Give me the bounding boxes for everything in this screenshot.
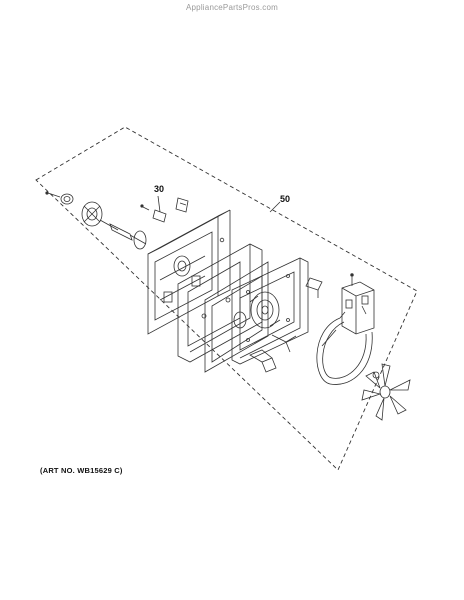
callout-30: 30 bbox=[154, 184, 165, 194]
rear-housing bbox=[147, 209, 231, 335]
small-bracket bbox=[175, 197, 189, 213]
shaft-part bbox=[109, 223, 147, 250]
leader-30 bbox=[157, 195, 161, 213]
fan-nut bbox=[372, 371, 380, 379]
assembly-boundary bbox=[35, 126, 418, 471]
clip-part-30 bbox=[140, 204, 167, 223]
small-screw bbox=[219, 237, 225, 243]
callout-50: 50 bbox=[280, 194, 291, 204]
bearing-part bbox=[45, 191, 74, 205]
front-fan-housing bbox=[231, 257, 309, 365]
leader-50 bbox=[269, 201, 281, 213]
lower-bracket bbox=[249, 334, 297, 373]
watermark: AppliancePartsPros.com bbox=[186, 3, 278, 12]
side-clip bbox=[305, 277, 323, 298]
hub-part bbox=[81, 201, 119, 231]
art-number: (ART NO. WB15629 C) bbox=[40, 466, 123, 475]
insulation-panel bbox=[177, 243, 263, 363]
fan-blade bbox=[361, 363, 411, 421]
terminal-block bbox=[339, 273, 375, 335]
heating-element bbox=[316, 317, 373, 385]
